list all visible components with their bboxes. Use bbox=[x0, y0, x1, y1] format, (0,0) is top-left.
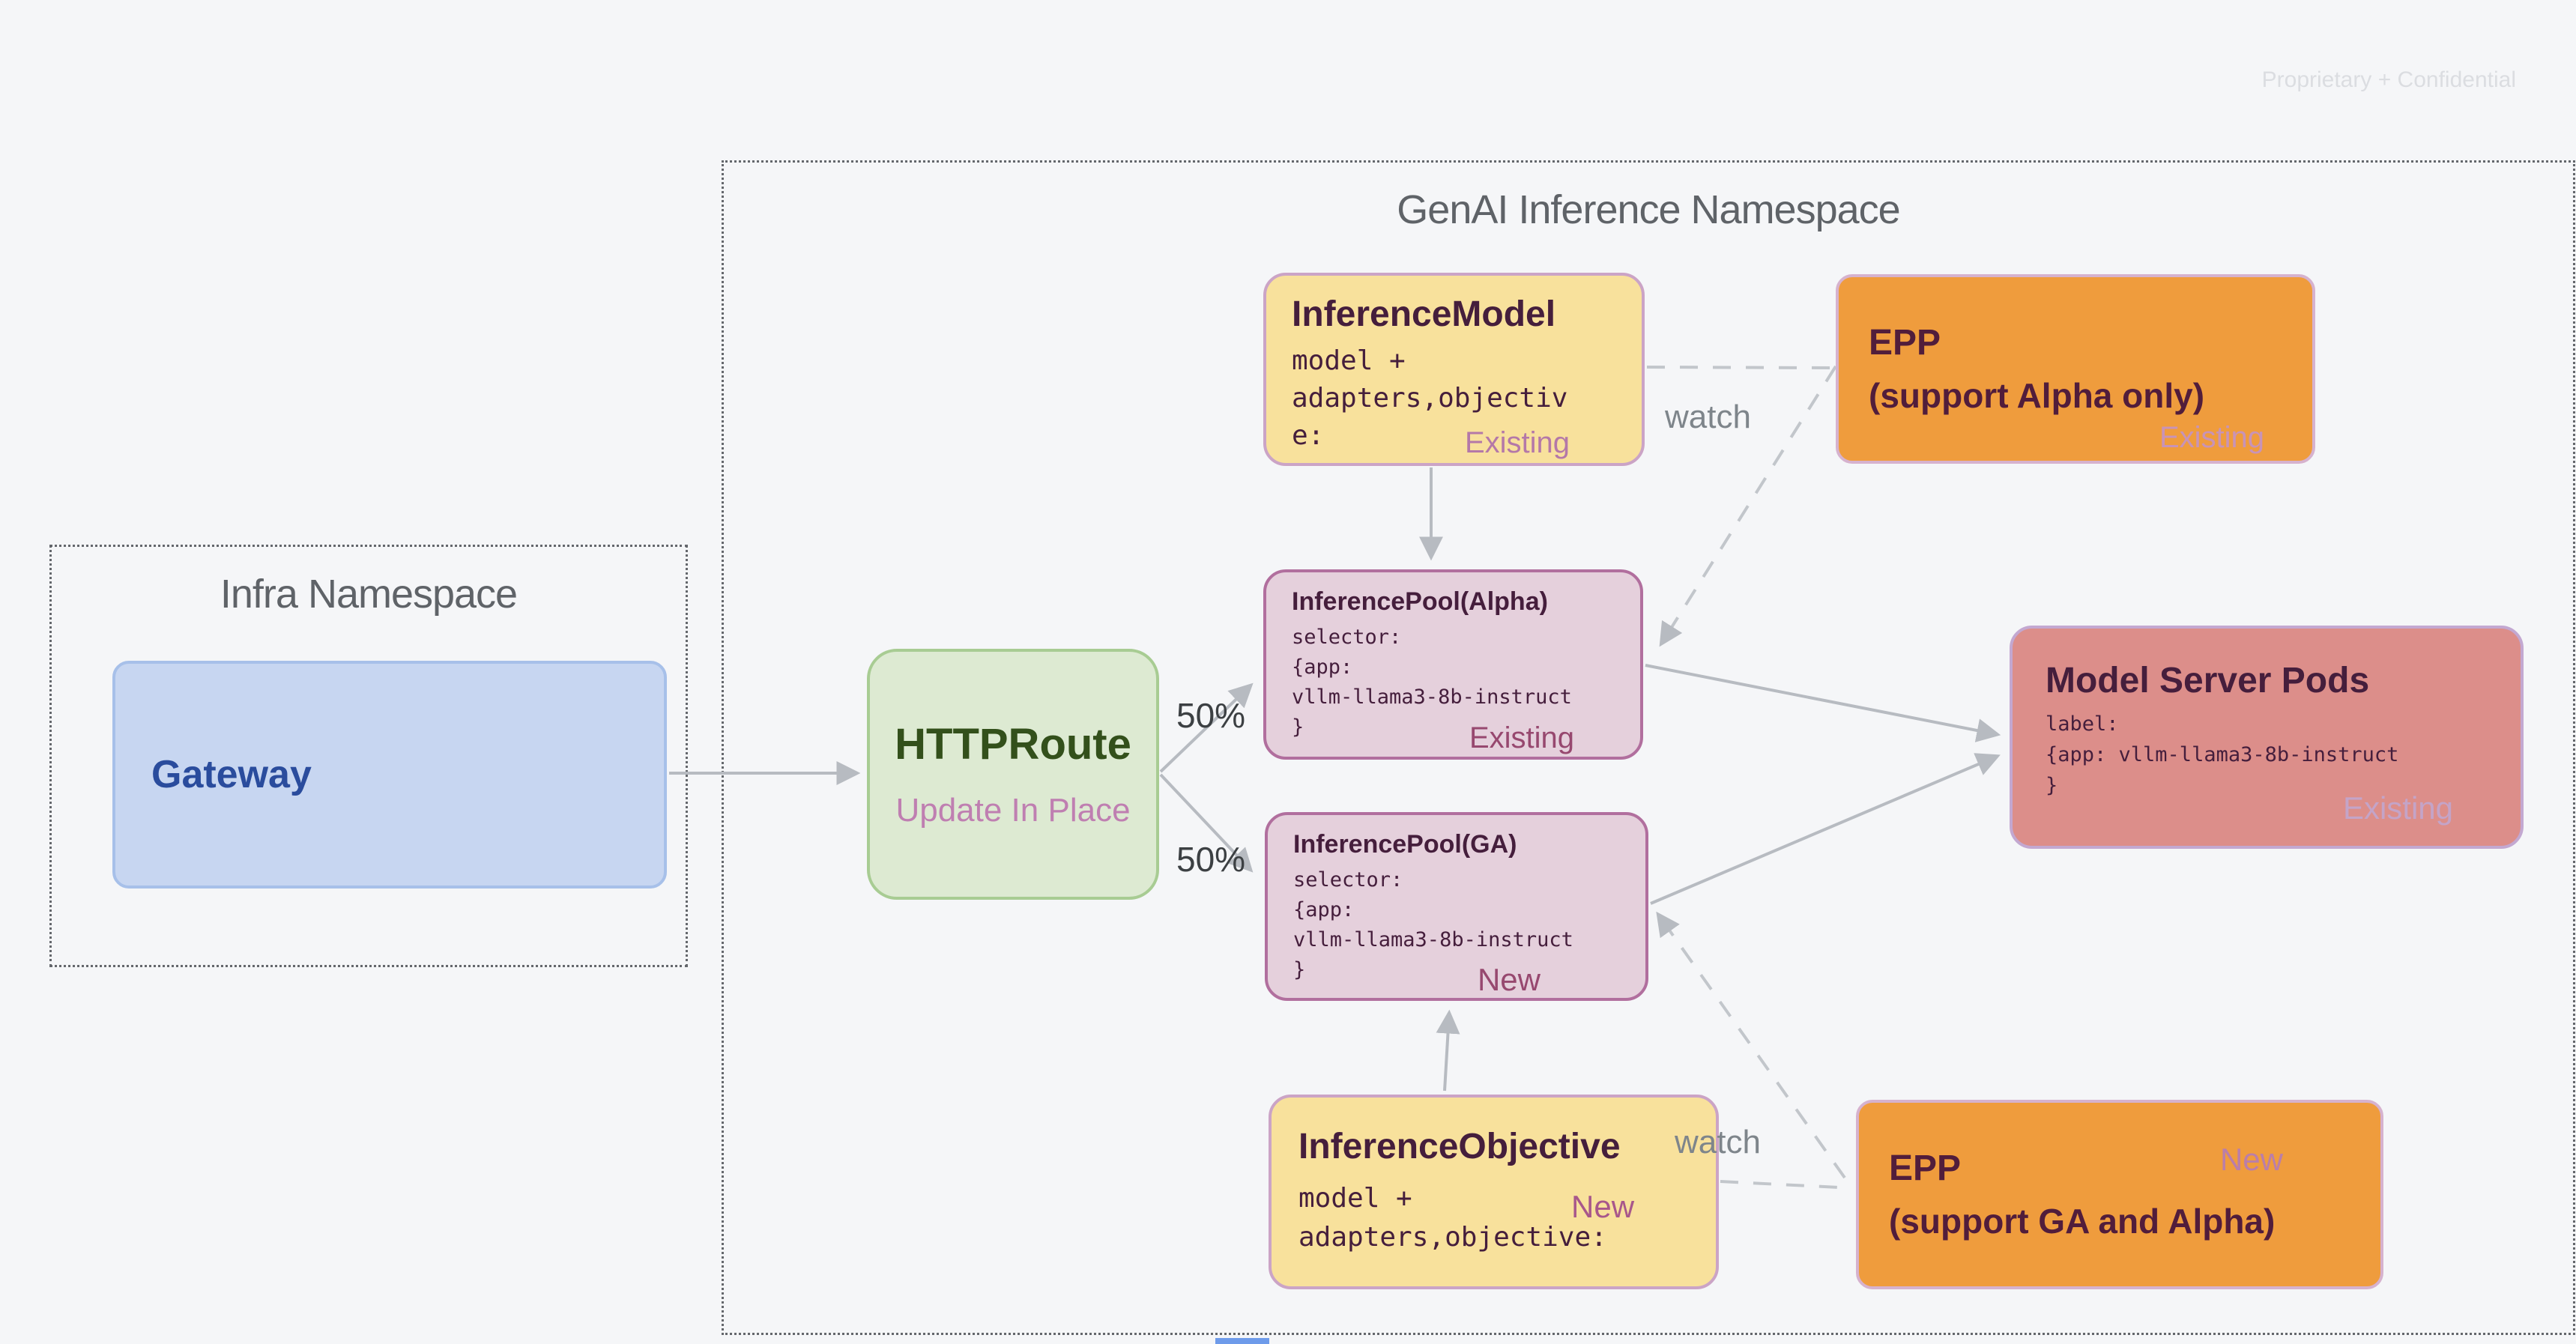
epp-alpha-status-badge: Existing bbox=[2159, 421, 2264, 454]
split-percent-bottom-label: 50% bbox=[1176, 840, 1246, 879]
inference-model-code: model + adapters,objectiv e: bbox=[1292, 345, 1568, 451]
node-inference-pool-ga: InferencePool(GA) selector: {app: vllm-l… bbox=[1265, 812, 1648, 1001]
bottom-edge-artifact bbox=[1215, 1338, 1269, 1344]
pool-alpha-title: InferencePool(Alpha) bbox=[1292, 587, 1548, 616]
node-epp-alpha: EPP (support Alpha only) Existing bbox=[1836, 274, 2315, 464]
node-inference-objective: InferenceObjective model + adapters,obje… bbox=[1269, 1095, 1719, 1289]
pool-alpha-code: selector: {app: vllm-llama3-8b-instruct … bbox=[1292, 626, 1572, 739]
infra-namespace-title: Infra Namespace bbox=[220, 572, 518, 617]
edge-httproute-pool-ga bbox=[1159, 773, 1254, 873]
edge-eppga-pool-ga bbox=[1656, 911, 1846, 1179]
edge-watch-inferencemodel-epp bbox=[1646, 366, 1832, 369]
epp-alpha-title: EPP bbox=[1869, 323, 1941, 363]
model-server-pods-code: label: {app: vllm-llama3-8b-instruct } bbox=[2046, 712, 2399, 797]
pool-ga-title: InferencePool(GA) bbox=[1293, 830, 1517, 859]
model-server-pods-status-badge: Existing bbox=[2342, 790, 2453, 826]
pool-ga-status-badge: New bbox=[1477, 962, 1541, 997]
epp-alpha-subtitle: (support Alpha only) bbox=[1869, 376, 2205, 415]
node-inference-pool-alpha: InferencePool(Alpha) selector: {app: vll… bbox=[1263, 569, 1643, 760]
inference-objective-title: InferenceObjective bbox=[1298, 1127, 1621, 1166]
edge-eppalpha-pool-alpha bbox=[1659, 365, 1837, 647]
watch-bottom-label: watch bbox=[1675, 1124, 1761, 1160]
watch-top-label: watch bbox=[1665, 399, 1751, 435]
node-inference-model: InferenceModel model + adapters,objectiv… bbox=[1263, 273, 1645, 466]
epp-ga-subtitle: (support GA and Alpha) bbox=[1889, 1202, 2276, 1241]
edge-pool-ga-pods bbox=[1650, 753, 2001, 905]
gateway-title: Gateway bbox=[151, 753, 312, 796]
epp-ga-status-badge: New bbox=[2219, 1142, 2283, 1177]
inference-model-title: InferenceModel bbox=[1292, 294, 1556, 334]
edge-watch-inferenceobjective-eppga bbox=[1720, 1180, 1839, 1189]
inference-objective-status-badge: New bbox=[1571, 1189, 1635, 1224]
httproute-title: HTTPRoute bbox=[895, 720, 1131, 769]
node-httproute: HTTPRoute Update In Place bbox=[867, 649, 1159, 900]
pool-alpha-status-badge: Existing bbox=[1469, 721, 1574, 754]
infra-namespace-container: Infra Namespace bbox=[49, 545, 688, 967]
inference-objective-code: model + adapters,objective: bbox=[1298, 1183, 1607, 1253]
epp-ga-title: EPP bbox=[1889, 1148, 1962, 1188]
split-percent-top-label: 50% bbox=[1176, 696, 1246, 735]
model-server-pods-title: Model Server Pods bbox=[2046, 661, 2370, 700]
node-gateway: Gateway bbox=[112, 661, 667, 889]
edge-httproute-pool-alpha bbox=[1159, 682, 1254, 773]
node-epp-ga: EPP (support GA and Alpha) New bbox=[1856, 1100, 2383, 1289]
edge-inferenceobjective-pool-ga bbox=[1436, 1009, 1460, 1092]
pool-ga-code: selector: {app: vllm-llama3-8b-instruct … bbox=[1293, 868, 1573, 981]
watermark-text: Proprietary + Confidential bbox=[2261, 67, 2516, 92]
edge-pool-alpha-pods bbox=[1645, 664, 2001, 742]
genai-namespace-title: GenAI Inference Namespace bbox=[1397, 187, 1900, 232]
httproute-subtitle: Update In Place bbox=[895, 792, 1131, 829]
inference-model-status-badge: Existing bbox=[1464, 426, 1570, 459]
genai-namespace-container: GenAI Inference Namespace bbox=[722, 160, 2575, 1335]
node-model-server-pods: Model Server Pods label: {app: vllm-llam… bbox=[2010, 626, 2524, 849]
